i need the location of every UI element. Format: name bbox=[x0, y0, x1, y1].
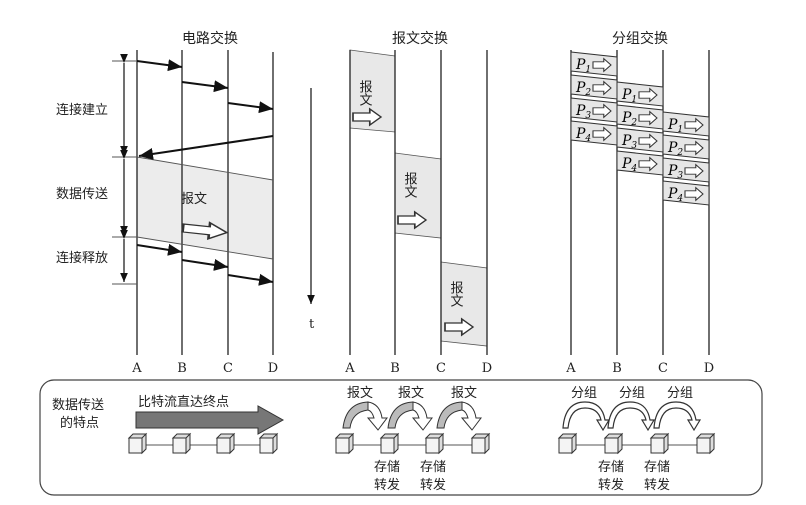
packet-block: P4 bbox=[616, 150, 664, 176]
data-transfer-region bbox=[137, 157, 273, 259]
packet-title: 分组交换 bbox=[612, 30, 668, 47]
circuit-switching-panel: 电路交换 连接建立 数据传送 连接释放 报 bbox=[56, 30, 315, 376]
packet-unit-3: 分组 bbox=[667, 386, 693, 401]
packet-forwarding: 分组 分组 分组 存储 转发 存储 转发 bbox=[558, 386, 715, 493]
packet-unit-1: 分组 bbox=[571, 386, 597, 401]
packet-block: P3 bbox=[616, 127, 664, 153]
message-block-bc: 报文 bbox=[397, 172, 427, 229]
store-forward-2a: 存储 bbox=[420, 460, 446, 475]
message-unit-1: 报文 bbox=[347, 386, 373, 401]
packet-block: P4 bbox=[662, 180, 710, 206]
circuit-nodes bbox=[128, 433, 278, 454]
message-label-bc: 报文 bbox=[402, 172, 418, 198]
node-label-a: A bbox=[131, 361, 142, 376]
node-label-c: C bbox=[658, 361, 668, 376]
packet-unit-2: 分组 bbox=[619, 386, 645, 401]
node-label-d: D bbox=[482, 361, 492, 376]
store-forward-2b: 转发 bbox=[420, 477, 446, 493]
message-forwarding: 报文 报文 报文 存储 转发 存储 转发 bbox=[335, 386, 490, 493]
message-unit-3: 报文 bbox=[451, 386, 477, 401]
node-label-b: B bbox=[177, 361, 187, 376]
node-label-b: B bbox=[612, 361, 622, 376]
phase-release-label: 连接释放 bbox=[56, 250, 108, 266]
node-label-d: D bbox=[268, 361, 278, 376]
phase-setup-label: 连接建立 bbox=[56, 102, 108, 118]
message-label-cd: 报文 bbox=[448, 281, 464, 307]
packet-block: P2 bbox=[570, 74, 618, 100]
message-unit-2: 报文 bbox=[398, 386, 424, 401]
node-label-d: D bbox=[704, 361, 714, 376]
packet-block: P3 bbox=[570, 97, 618, 123]
circuit-message-label: 报文 bbox=[181, 192, 207, 207]
node-label-a: A bbox=[565, 361, 576, 376]
node-label-c: C bbox=[223, 361, 233, 376]
message-title: 报文交换 bbox=[392, 30, 448, 47]
store-forward-3b: 转发 bbox=[598, 477, 624, 493]
time-axis-label: t bbox=[309, 317, 315, 332]
node-label-a: A bbox=[344, 361, 355, 376]
message-block-cd: 报文 bbox=[444, 281, 474, 336]
phase-brackets bbox=[112, 53, 137, 285]
node-label-b: B bbox=[390, 361, 400, 376]
bitstream-arrow-icon bbox=[135, 405, 285, 435]
phase-transfer-label: 数据传送 bbox=[56, 187, 108, 202]
packet-block: P1 bbox=[570, 51, 618, 77]
characteristics-box: 数据传送 的特点 比特流直达终点 报文 报文 报文 存储 转发 bbox=[39, 379, 763, 496]
store-forward-1a: 存储 bbox=[374, 460, 400, 475]
message-block-ab: 报文 bbox=[352, 80, 382, 126]
store-forward-4a: 存储 bbox=[644, 460, 670, 475]
setup-arrows bbox=[136, 59, 274, 160]
characteristics-heading-1: 数据传送 bbox=[52, 398, 104, 413]
store-forward-1b: 转发 bbox=[374, 477, 400, 493]
node-label-c: C bbox=[436, 361, 446, 376]
circuit-title: 电路交换 bbox=[182, 30, 238, 47]
characteristics-heading-2: 的特点 bbox=[60, 415, 99, 431]
message-switching-panel: 报文交换 报文 报文 报文 A B C D bbox=[344, 30, 492, 376]
packet-block: P4 bbox=[570, 120, 618, 146]
circuit-characteristic: 比特流直达终点 bbox=[138, 394, 229, 410]
packet-block: P1 bbox=[616, 81, 664, 107]
store-forward-4b: 转发 bbox=[644, 477, 670, 493]
packet-block: P3 bbox=[662, 157, 710, 183]
packet-block: P2 bbox=[662, 134, 710, 160]
release-arrows bbox=[136, 243, 274, 286]
packet-block: P2 bbox=[616, 104, 664, 130]
packet-block: P1 bbox=[662, 111, 710, 137]
store-forward-3a: 存储 bbox=[598, 460, 624, 475]
message-label-ab: 报文 bbox=[357, 80, 373, 106]
